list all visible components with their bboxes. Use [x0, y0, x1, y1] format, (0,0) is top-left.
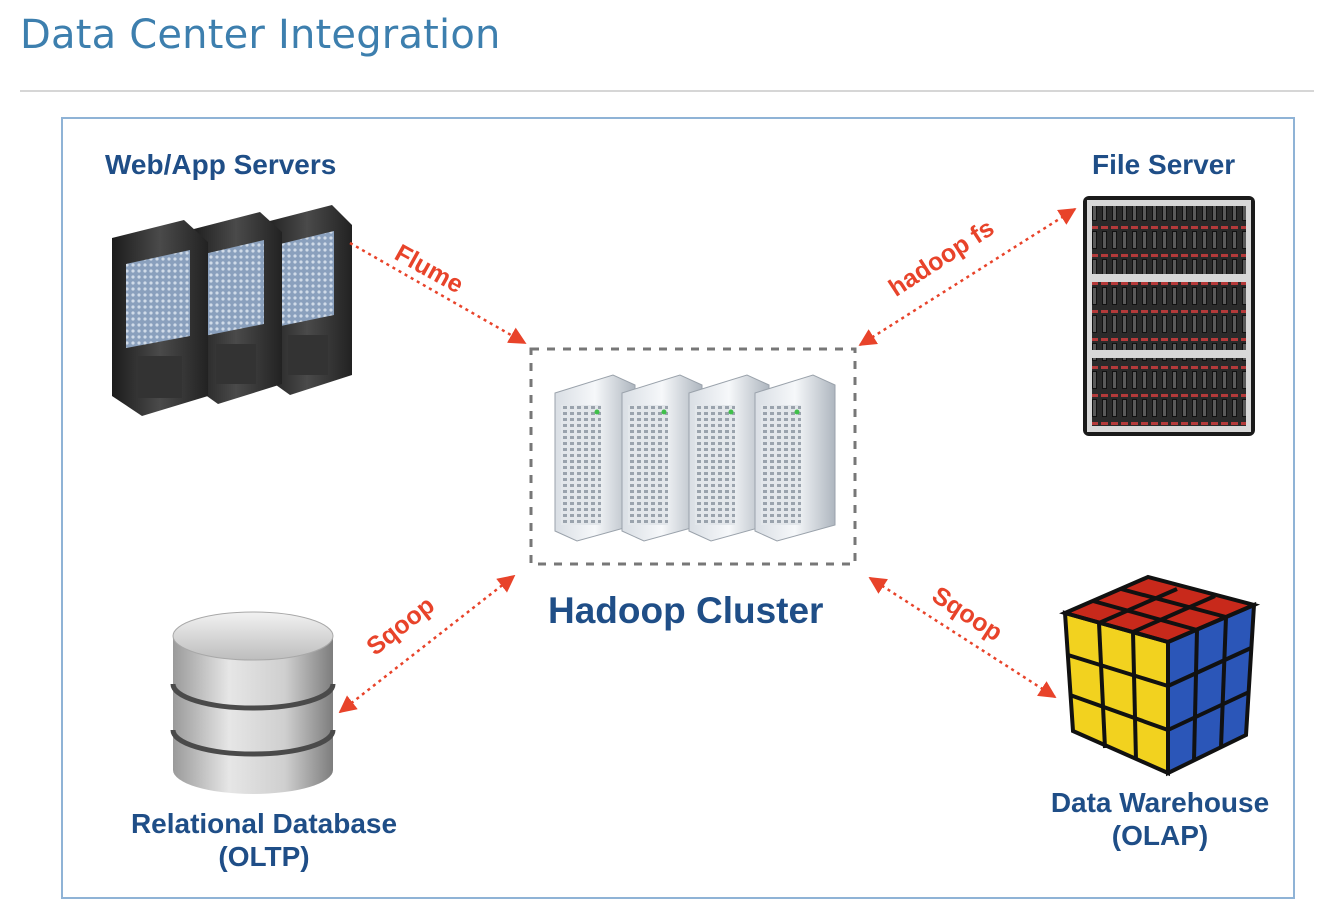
sqoop-dw-arrow: [868, 576, 1057, 699]
database-icon: [170, 611, 336, 794]
server-rack-icon: [112, 205, 352, 416]
data-warehouse-name: Data Warehouse: [1050, 787, 1270, 818]
data-warehouse-label: Data Warehouse (OLAP): [1030, 786, 1290, 852]
relational-database-type: (OLTP): [218, 841, 310, 872]
web-app-servers-label: Web/App Servers: [105, 149, 337, 180]
relational-database-label: Relational Database (OLTP): [105, 807, 423, 873]
flow-arrows: [338, 207, 1077, 714]
hadoop-cluster-label: Hadoop Cluster: [548, 590, 824, 631]
file-server-label: File Server: [1092, 149, 1236, 180]
hadoop-fs-arrow: [858, 207, 1077, 347]
sqoop-db-arrow: [338, 574, 516, 714]
flume-arrow: [349, 241, 527, 345]
page-title: Data Center Integration: [20, 12, 501, 58]
relational-database-name: Relational Database: [130, 808, 398, 839]
file-server-icon: [1083, 196, 1255, 436]
diagram-frame: [61, 117, 1295, 899]
hadoop-cluster-icon: [529, 347, 857, 566]
data-warehouse-type: (OLAP): [1111, 820, 1209, 851]
cube-icon: [1059, 574, 1261, 777]
title-divider: [20, 90, 1314, 92]
